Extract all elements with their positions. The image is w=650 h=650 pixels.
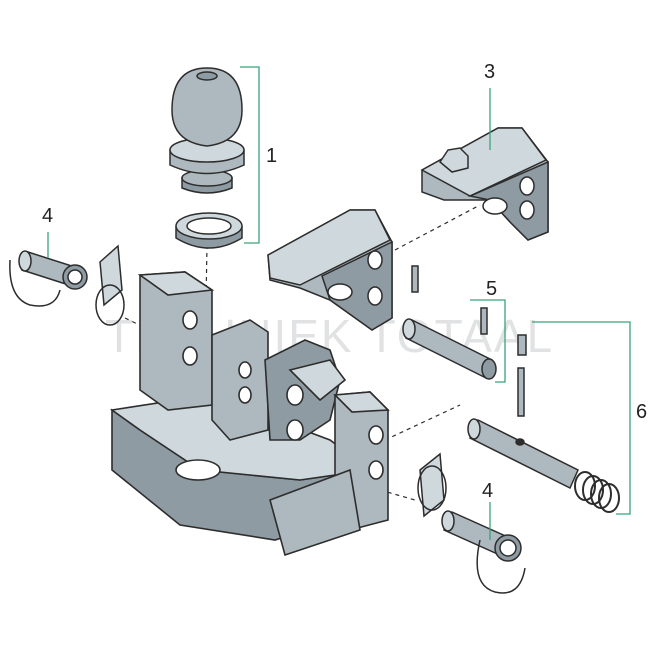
callout-4a: 4 (42, 205, 53, 227)
part-3-jaw-insert (420, 127, 549, 241)
callout-3: 3 (484, 61, 495, 83)
leader-1 (240, 66, 260, 244)
part-6-pin-spring (467, 334, 620, 513)
part-4-pin-upper (9, 244, 125, 326)
callout-1: 1 (266, 145, 277, 167)
callout-5: 5 (486, 278, 497, 300)
leader-6 (532, 321, 631, 515)
coupling-housing (109, 271, 390, 557)
callout-6: 6 (636, 401, 647, 423)
lower-jaw-block (267, 209, 393, 331)
leader-5 (470, 299, 506, 383)
part-4-pin-lower (417, 452, 526, 594)
part-5-pins (402, 265, 497, 380)
callout-4b: 4 (482, 480, 493, 502)
part-1-hitch-ball (169, 67, 245, 249)
